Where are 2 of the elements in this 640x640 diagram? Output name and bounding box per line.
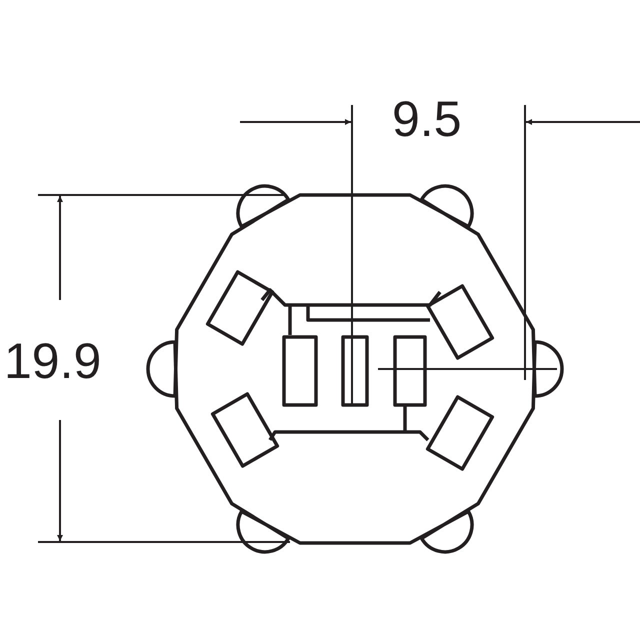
dimension-label: 19.9 <box>4 336 102 386</box>
dimension-label: 9.5 <box>392 94 462 144</box>
